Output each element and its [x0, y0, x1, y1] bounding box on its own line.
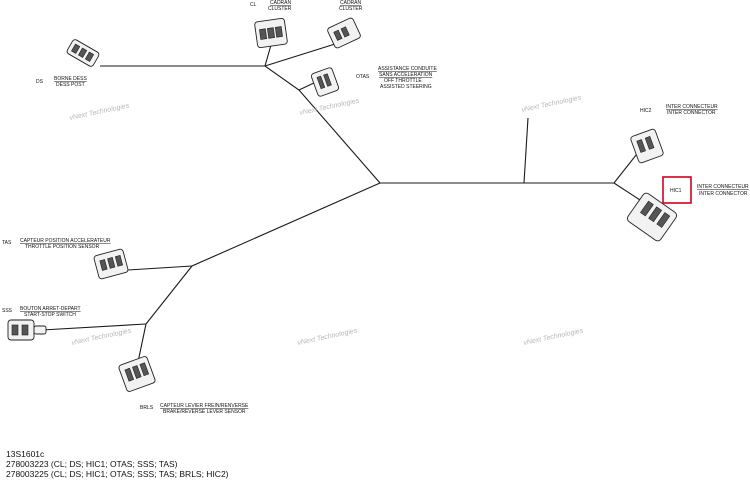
wire-hic2-branch: [613, 149, 641, 184]
hic2-code: HIC2: [640, 108, 652, 114]
connector-otas[interactable]: [310, 67, 340, 97]
footer-part-number-1: 278003223 (CL; DS; HIC1; OTAS; SSS; TAS): [6, 459, 178, 470]
ds-label-fr: BORNE DESS: [54, 76, 87, 82]
wire-mid-drop: [523, 117, 529, 184]
footer-part-number-2: 278003225 (CL; DS; HIC1; OTAS; SSS; TAS;…: [6, 469, 229, 480]
sss-label-fr: BOUTON ARRET-DEPART: [20, 306, 81, 312]
cl2-label-fr: CADRAN: [340, 0, 362, 6]
footer-notes: 13S1601c 278003223 (CL; DS; HIC1; OTAS; …: [6, 449, 229, 480]
cl-label-fr: CADRAN: [270, 0, 292, 6]
harness-wires: [41, 43, 641, 363]
wire-cluster2-branch: [264, 43, 336, 67]
watermark-4: vNext Technologies: [71, 327, 132, 347]
brls-label-en: BRAKE/REVERSE LEVER SENSOR: [163, 409, 246, 415]
connector-ds[interactable]: [66, 39, 100, 68]
watermark-5: vNext Technologies: [297, 327, 358, 347]
sss-label-en: START-STOP SWITCH: [24, 312, 76, 318]
connector-tas[interactable]: [93, 248, 129, 280]
connector-hic2[interactable]: [630, 128, 664, 164]
otas-label-fr: ASSISTANCE CONDUITE: [378, 66, 437, 72]
connector-cl[interactable]: [254, 17, 288, 49]
wire-hic1-branch: [613, 182, 641, 201]
wire-tas-branch: [127, 265, 193, 271]
watermark-3: vNext Technologies: [521, 94, 582, 114]
watermark-1: vNext Technologies: [69, 102, 130, 122]
ds-label-en: DESS POST: [56, 82, 85, 88]
otas-label-en: OFF THROTTLE: [384, 78, 422, 84]
cl-label-en: CLUSTER: [268, 6, 292, 12]
ds-code: DS: [36, 79, 44, 85]
brls-label-fr: CAPTEUR LEVIER FREIN/RENVERSE: [160, 403, 249, 409]
tas-label-en: THROTTLE POSITION SENSOR: [25, 244, 100, 250]
wire-lower-left: [137, 182, 381, 363]
tas-code: TAS: [2, 240, 12, 246]
hic1-label-fr: INTER CONNECTEUR: [697, 184, 749, 190]
tas-label-fr: CAPTEUR POSITION ACCELERATEUR: [20, 238, 111, 244]
otas-code: OTAS: [356, 74, 370, 80]
wire-otas-branch: [298, 81, 317, 91]
connector-cl-2[interactable]: [327, 17, 362, 49]
hic1-code: HIC1: [670, 188, 682, 194]
connector-hic1[interactable]: [626, 192, 678, 243]
hic2-label-fr: INTER CONNECTEUR: [666, 104, 718, 110]
footer-ref: 13S1601c: [6, 449, 45, 459]
watermark-6: vNext Technologies: [523, 327, 584, 347]
wire-sss-branch: [41, 323, 147, 331]
hic1-label-en: INTER CONNECTOR: [699, 191, 748, 197]
sss-code: SSS: [2, 308, 13, 314]
otas-label-fr2: SANS ACCELERATION: [379, 72, 433, 78]
cl-code: CL: [250, 2, 257, 8]
otas-label-en2: ASSISTED STEERING: [380, 84, 432, 90]
connector-brls[interactable]: [118, 356, 156, 393]
watermarks: vNext Technologies vNext Technologies vN…: [69, 94, 584, 347]
connector-sss[interactable]: [7, 319, 47, 341]
wire-upper-left: [100, 65, 381, 184]
hic2-label-en: INTER CONNECTOR: [667, 110, 716, 116]
cl2-label-en: CLUSTER: [339, 6, 363, 12]
hic1-highlight-box: [662, 176, 692, 204]
wire-cluster-branch: [264, 44, 272, 67]
brls-code: BRLS: [140, 405, 154, 411]
